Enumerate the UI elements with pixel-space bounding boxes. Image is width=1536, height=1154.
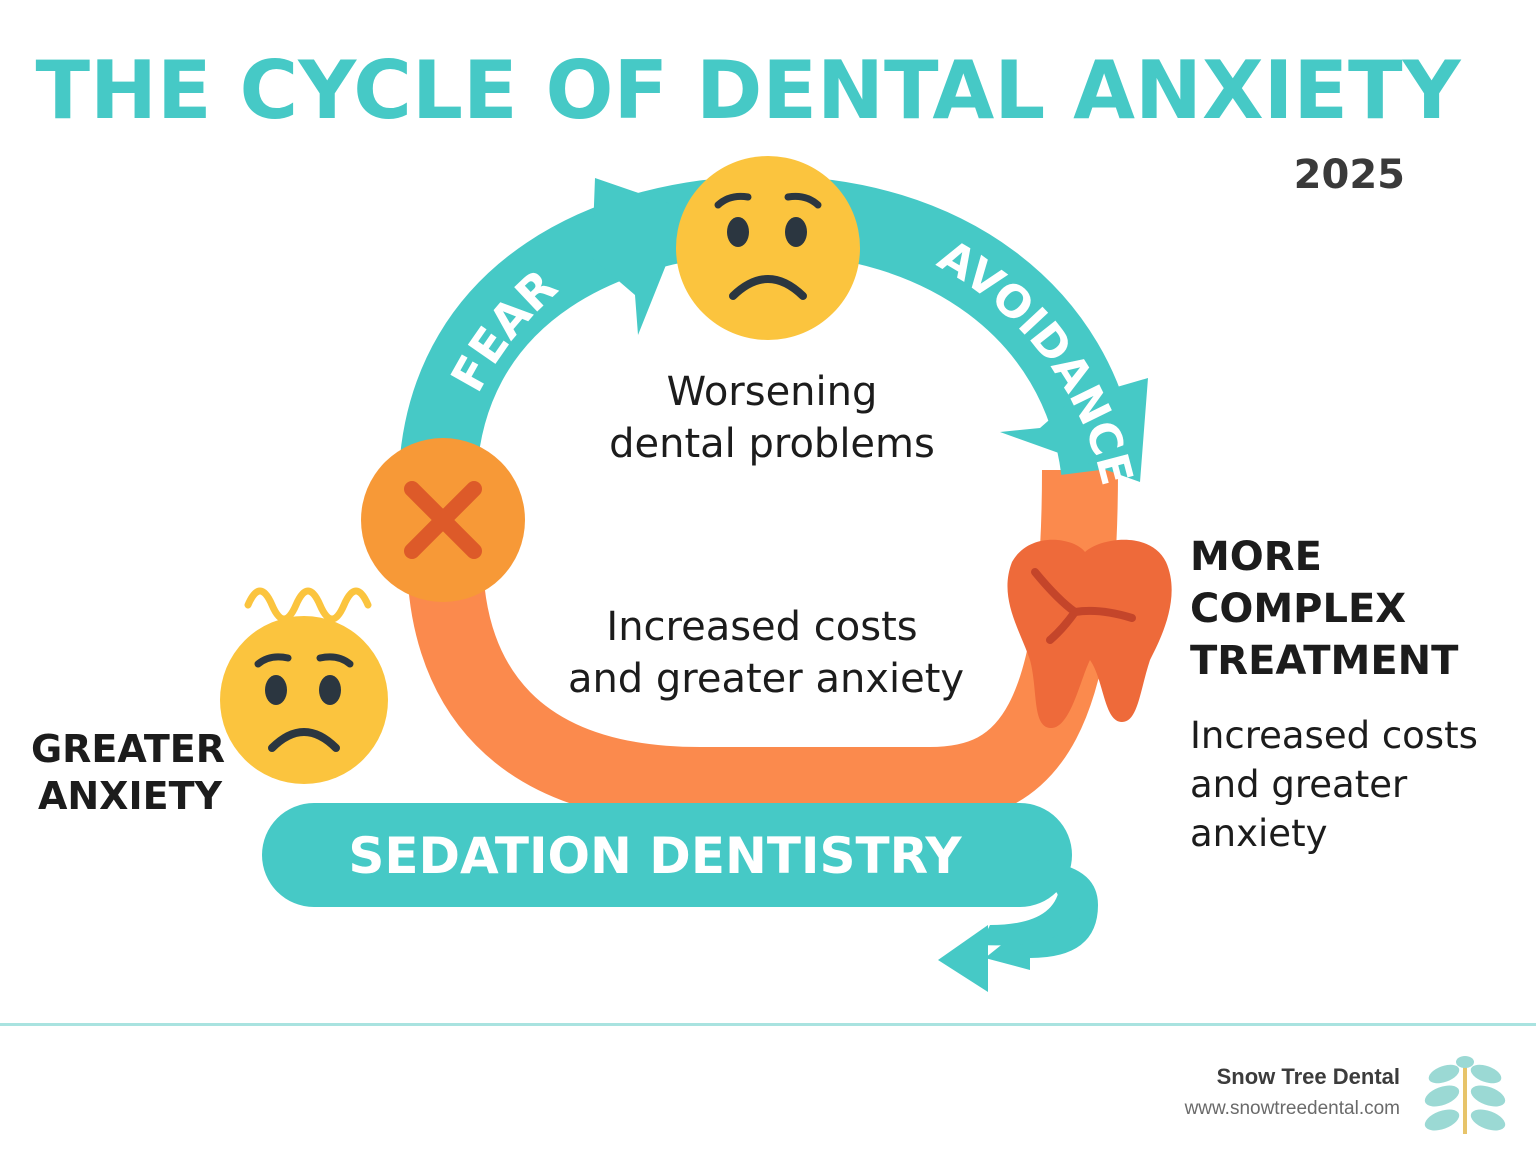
sedation-banner [262, 803, 1098, 992]
cross-mark-icon [361, 438, 525, 602]
center-top-line-1: Worsening [667, 369, 878, 415]
worried-face-icon [676, 156, 860, 340]
tooth-icon [1007, 539, 1172, 729]
anxious-face-icon [220, 587, 388, 784]
footer-divider [0, 1023, 1536, 1026]
complex-treatment-line-3: TREATMENT [1190, 638, 1459, 684]
year-label: 2025 [1294, 152, 1405, 198]
brand-name: Snow Tree Dental [1216, 1064, 1400, 1089]
center-bottom-line-1: Increased costs [606, 604, 917, 650]
return-arrowhead [938, 925, 988, 992]
center-top-line-2: dental problems [609, 421, 935, 467]
right-text-line-3: anxiety [1190, 812, 1327, 855]
fear-arrowhead [592, 178, 688, 335]
right-text-line-2: and greater [1190, 763, 1408, 806]
center-bottom-line-2: and greater anxiety [568, 656, 964, 702]
complex-treatment-line-1: MORE [1190, 534, 1322, 580]
sedation-dentistry-label: SEDATION DENTISTRY [348, 827, 962, 885]
avoidance-arrowhead [1000, 378, 1148, 482]
brand-url[interactable]: www.snowtreedental.com [1184, 1098, 1400, 1119]
right-text-line-1: Increased costs [1190, 714, 1478, 757]
complex-treatment-line-2: COMPLEX [1190, 586, 1406, 632]
greater-anxiety-line-1: GREATER [31, 727, 225, 771]
leaf-logo-icon [1424, 1056, 1506, 1134]
greater-anxiety-line-2: ANXIETY [38, 774, 223, 818]
page-title: THE CYCLE OF DENTAL ANXIETY [35, 44, 1461, 137]
